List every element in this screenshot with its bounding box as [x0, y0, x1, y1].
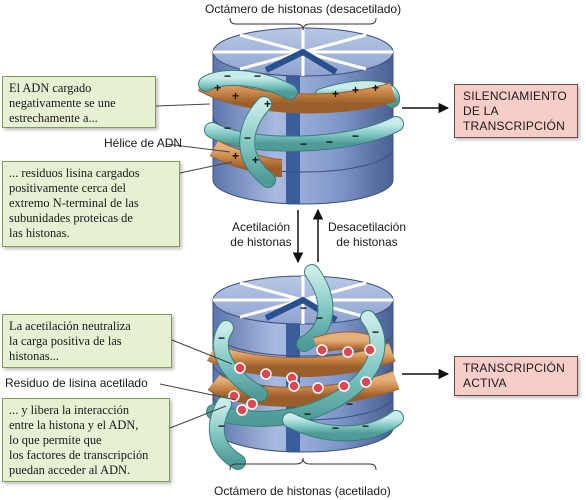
minus-charge: − [224, 69, 231, 83]
plus-charge: + [264, 97, 271, 111]
bottom-dna-helix [206, 264, 404, 470]
acetylation-label: Acetilación de histonas [230, 220, 292, 249]
plus-charge: + [332, 87, 339, 101]
top-brace [229, 17, 377, 31]
minus-charge: − [254, 69, 261, 83]
callout-acetylation-neutralizes: La acetilación neutraliza la carga posit… [2, 314, 172, 368]
plus-charge: + [252, 153, 259, 167]
top-octamer-title: Octámero de histonas (desacetilado) [205, 2, 402, 16]
bottom-octamer-title: Octámero de histonas (acetilado) [214, 484, 391, 498]
outcome-silencing: SILENCIAMIENTO DE LA TRANSCRIPCIÓN [454, 84, 578, 138]
bottom-brace [229, 457, 377, 471]
outcome-active: TRANSCRIPCIÓN ACTIVA [454, 356, 578, 396]
minus-charge: − [332, 421, 339, 435]
acetylated-lysine-label: Residuo de lisina acetilado [5, 376, 148, 390]
minus-charge: − [352, 129, 359, 143]
plus-charge: + [372, 81, 379, 95]
callout-frees-interaction: ... y libera la interacción entre la his… [2, 398, 170, 482]
minus-charge: − [304, 407, 311, 421]
top-charges: + + + + + + − − − − − − − + + [214, 69, 379, 167]
minus-charge: − [244, 131, 251, 145]
minus-charge: − [218, 331, 225, 345]
acetyl-groups [228, 344, 376, 416]
minus-charge: − [326, 135, 333, 149]
top-histone-octamer [212, 27, 394, 205]
callout-lysine-residues: ... residuos lisina cargados positivamen… [2, 161, 180, 247]
minus-charge: − [316, 311, 323, 325]
minus-charge: − [300, 301, 307, 315]
minus-charge: − [300, 137, 307, 151]
plus-charge: + [232, 149, 239, 163]
deacetylation-label: Desacetilación de histonas [327, 220, 407, 249]
plus-charge: + [232, 89, 239, 103]
callout-dna-charged: El ADN cargado negativamente se une estr… [2, 76, 156, 128]
minus-charge: − [362, 419, 369, 433]
plus-charge: + [352, 83, 359, 97]
leader-lines [155, 103, 237, 429]
minus-charge: − [346, 397, 353, 411]
plus-charge: + [214, 81, 221, 95]
bottom-charges: − − − − − − − − − [218, 301, 379, 435]
minus-charge: − [218, 419, 225, 433]
minus-charge: − [372, 325, 379, 339]
dna-helix-label: Hélice de ADN [104, 136, 183, 150]
minus-charge: − [224, 121, 231, 135]
